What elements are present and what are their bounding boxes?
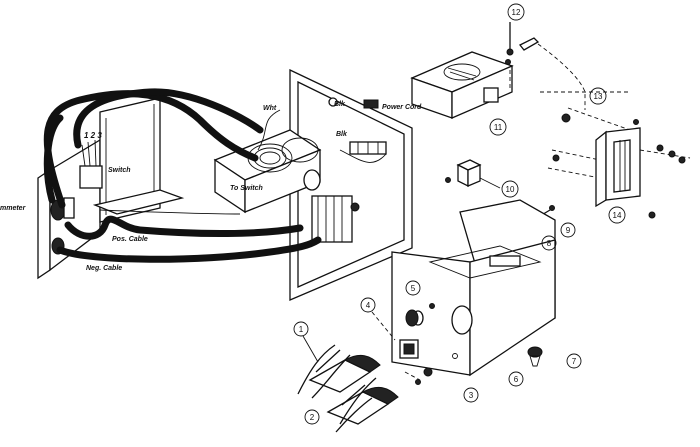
callout-1: 1 bbox=[293, 321, 319, 363]
callout-10: 10 bbox=[501, 180, 519, 198]
svg-text:3: 3 bbox=[469, 391, 474, 400]
callout-14: 14 bbox=[608, 206, 626, 224]
callout-7: 7 bbox=[566, 353, 582, 369]
switch-label: Switch bbox=[108, 167, 131, 174]
callout-4: 4 bbox=[360, 297, 376, 313]
svg-text:7: 7 bbox=[572, 357, 577, 366]
battery-clamps bbox=[297, 344, 399, 433]
svg-text:5: 5 bbox=[411, 284, 416, 293]
ammeter-label: mmeter bbox=[0, 205, 27, 212]
callout-13: 13 bbox=[589, 87, 607, 105]
transformer-chassis bbox=[213, 68, 413, 301]
wiring bbox=[43, 88, 387, 263]
part-3-nut bbox=[404, 367, 433, 385]
svg-text:10: 10 bbox=[506, 185, 515, 194]
blk-top-label: Blk bbox=[334, 101, 346, 108]
svg-text:2: 2 bbox=[310, 413, 315, 422]
svg-text:13: 13 bbox=[594, 92, 603, 101]
callout-11: 11 bbox=[489, 118, 507, 136]
part-12-hardware bbox=[505, 22, 586, 110]
neg-cable-label: Neg. Cable bbox=[86, 265, 122, 272]
svg-text:9: 9 bbox=[566, 226, 571, 235]
pos-cable-label: Pos. Cable bbox=[112, 236, 148, 243]
parts-4-5 bbox=[371, 303, 435, 359]
part-14-rectifier bbox=[540, 91, 691, 219]
switch-terminals-label: 1 2 3 bbox=[84, 131, 102, 140]
svg-text:11: 11 bbox=[494, 123, 503, 132]
svg-text:6: 6 bbox=[514, 375, 519, 384]
to-switch-label: To Switch bbox=[230, 185, 263, 192]
svg-text:8: 8 bbox=[547, 239, 552, 248]
svg-text:12: 12 bbox=[512, 8, 521, 17]
svg-text:4: 4 bbox=[366, 301, 371, 310]
callout-2: 2 bbox=[304, 409, 320, 425]
callout-12: 12 bbox=[507, 3, 525, 21]
svg-text:14: 14 bbox=[613, 211, 622, 220]
callout-5: 5 bbox=[405, 280, 421, 296]
callout-3: 3 bbox=[463, 387, 479, 403]
part-10-relay bbox=[445, 159, 501, 189]
svg-text:1: 1 bbox=[299, 325, 304, 334]
wht-label: Wht bbox=[263, 105, 277, 112]
callout-9: 9 bbox=[560, 222, 576, 238]
callout-6: 6 bbox=[508, 371, 524, 387]
power-cord-label: Power Cord bbox=[382, 104, 422, 111]
part-6-foot bbox=[527, 346, 543, 367]
callout-8: 8 bbox=[541, 235, 557, 251]
part-11-cover bbox=[410, 51, 514, 119]
blk-label: Blk bbox=[336, 131, 348, 138]
